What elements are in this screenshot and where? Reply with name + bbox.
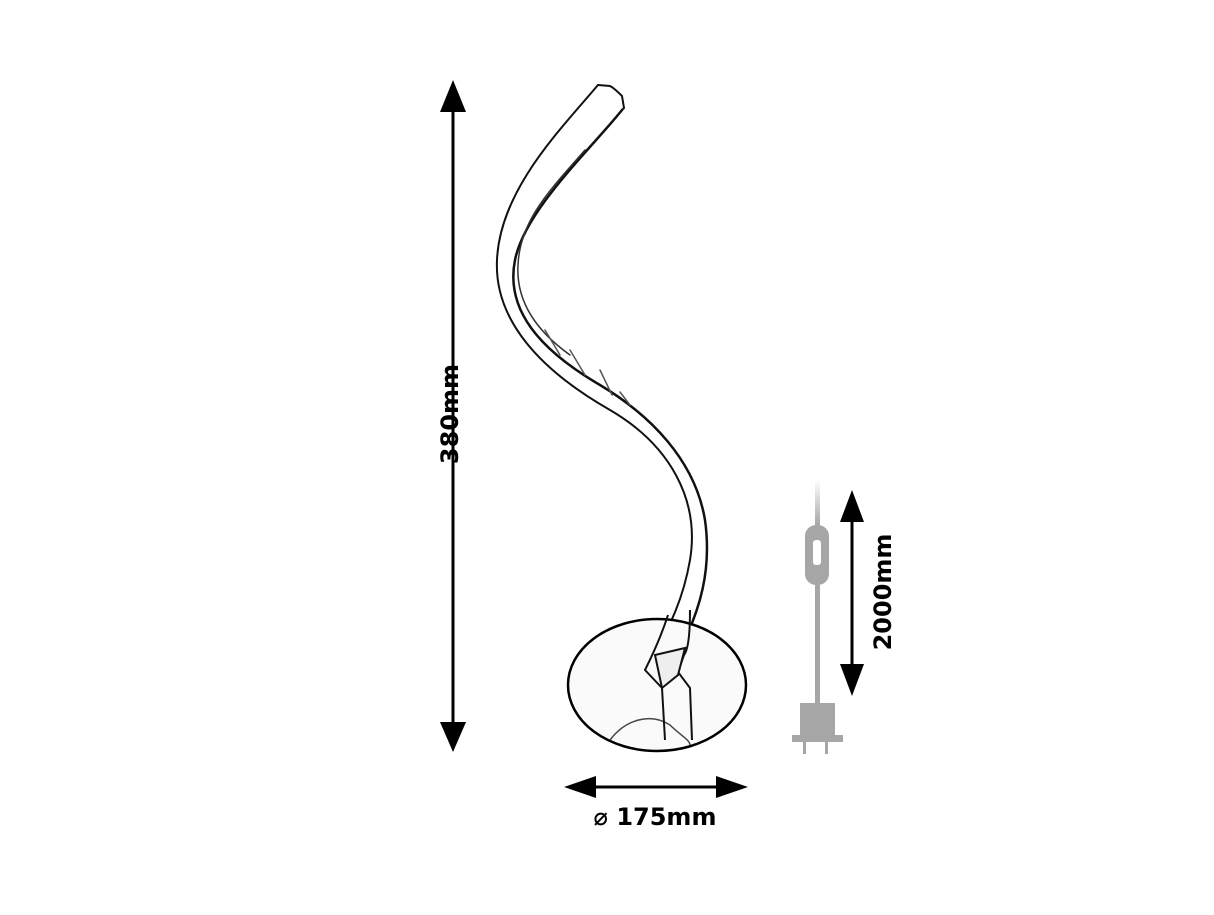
- cable-dimension-arrow: [840, 490, 864, 696]
- cable-length-label: 2000mm: [869, 533, 897, 651]
- round-base: [566, 609, 748, 753]
- plug-icon: [792, 703, 843, 742]
- base-diameter-label: ⌀ 175mm: [593, 803, 717, 831]
- height-label: 380mm: [436, 363, 464, 465]
- diameter-dimension-arrow: [564, 776, 748, 798]
- power-cord: [792, 480, 843, 754]
- height-dimension-arrow: [440, 80, 466, 752]
